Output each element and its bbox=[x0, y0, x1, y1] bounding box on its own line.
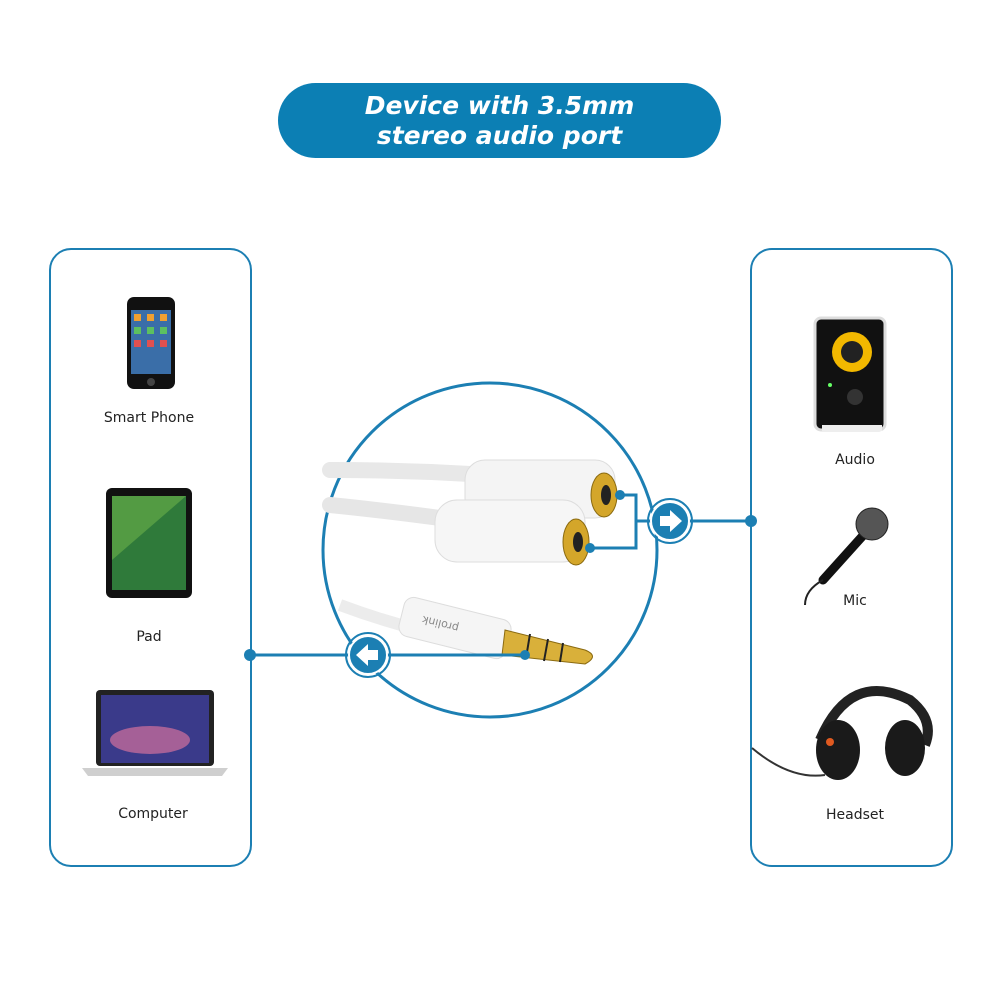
arrow-left-icon bbox=[356, 644, 378, 666]
device-label-audio: Audio bbox=[835, 452, 875, 468]
input-connector bbox=[244, 632, 530, 678]
smartphone-icon bbox=[127, 297, 175, 389]
input-devices-panel bbox=[49, 248, 252, 867]
title-line-1: Device with 3.5mm bbox=[364, 90, 635, 120]
device-label-pad: Pad bbox=[136, 629, 162, 645]
output-connector bbox=[585, 490, 757, 553]
microphone-icon bbox=[804, 507, 889, 606]
device-label-computer: Computer bbox=[118, 806, 188, 822]
output-devices-panel bbox=[750, 248, 953, 867]
title-line-2: stereo audio port bbox=[376, 120, 623, 150]
headphones-icon bbox=[751, 686, 933, 780]
arrow-right-icon bbox=[660, 510, 682, 532]
tablet-icon bbox=[106, 488, 192, 598]
speaker-icon bbox=[813, 316, 887, 432]
device-label-headset: Headset bbox=[825, 807, 884, 823]
title-banner: Device with 3.5mm stereo audio port bbox=[278, 83, 721, 158]
device-label-smartphone: Smart Phone bbox=[103, 410, 195, 426]
device-label-mic: Mic bbox=[843, 593, 867, 609]
laptop-icon bbox=[82, 690, 228, 776]
